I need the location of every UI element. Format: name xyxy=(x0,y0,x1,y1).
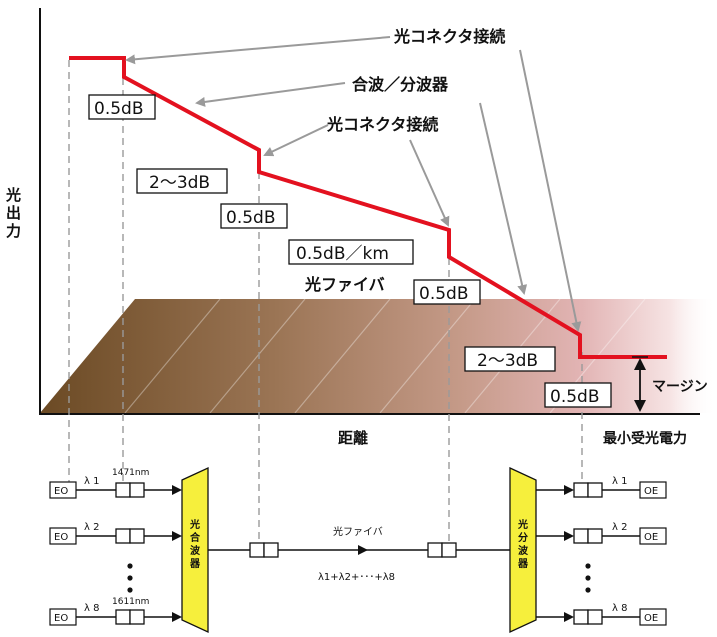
power-level-line xyxy=(69,56,667,359)
svg-text:OE: OE xyxy=(644,613,658,624)
svg-text:0.5dB／km: 0.5dB／km xyxy=(296,244,389,264)
svg-text:λ 8: λ 8 xyxy=(612,603,627,614)
rx-row-8: OE λ 8 xyxy=(536,603,667,626)
loss-label-connector-1: 0.5dB xyxy=(88,94,156,120)
rx-ellipsis-dots xyxy=(585,563,591,593)
y-axis-label: 光 出 力 xyxy=(5,186,21,240)
rx-row-2: OE λ 2 xyxy=(536,522,667,545)
tx-row-2: EO λ 2 xyxy=(49,522,182,545)
annotation-mux-demux: 合波／分波器 xyxy=(352,75,449,94)
svg-text:光: 光 xyxy=(517,518,528,531)
loss-label-fiber: 0.5dB／km xyxy=(288,239,414,265)
tx-row-1: EO λ 1 1471nm xyxy=(49,468,182,499)
tx-ellipsis-dots xyxy=(127,563,133,593)
svg-text:0.5dB: 0.5dB xyxy=(550,387,600,407)
svg-text:λ 2: λ 2 xyxy=(84,522,99,533)
svg-text:λ1+λ2+･･･+λ8: λ1+λ2+･･･+λ8 xyxy=(318,572,395,583)
loss-label-connector-3: 0.5dB xyxy=(413,279,481,305)
svg-text:λ 8: λ 8 xyxy=(84,603,99,614)
svg-text:0.5dB: 0.5dB xyxy=(226,208,276,228)
optical-multiplexer: 光 合 波 器 xyxy=(181,466,209,634)
svg-text:EO: EO xyxy=(54,486,68,497)
x-axis-label: 距離 xyxy=(338,429,368,447)
dashed-guides xyxy=(68,60,583,541)
svg-text:1471nm: 1471nm xyxy=(112,468,149,478)
svg-text:0.5dB: 0.5dB xyxy=(419,284,469,304)
loss-label-connector-2: 0.5dB xyxy=(220,203,288,229)
svg-text:λ 1: λ 1 xyxy=(612,476,627,487)
svg-text:波: 波 xyxy=(518,544,529,557)
annotation-connector-top: 光コネクタ接続 xyxy=(393,27,505,46)
receiver-side: OE λ 1 OE λ 2 OE λ 8 xyxy=(536,476,667,626)
loss-label-connector-4: 0.5dB xyxy=(544,382,612,408)
tx-row-8: EO λ 8 1611nm xyxy=(49,597,182,626)
svg-text:0.5dB: 0.5dB xyxy=(94,99,144,119)
svg-text:光: 光 xyxy=(5,186,21,204)
annotation-connector-mid: 光コネクタ接続 xyxy=(326,115,438,134)
annotation-arrows xyxy=(125,36,582,332)
transmitter-side: EO λ 1 1471nm EO λ 2 EO xyxy=(49,468,182,626)
svg-text:λ 2: λ 2 xyxy=(612,522,627,533)
svg-text:EO: EO xyxy=(54,613,68,624)
margin-label: マージン xyxy=(652,379,708,395)
svg-text:合: 合 xyxy=(189,531,201,544)
svg-text:2～3dB: 2～3dB xyxy=(149,173,210,193)
svg-text:器: 器 xyxy=(189,558,201,570)
svg-text:2～3dB: 2～3dB xyxy=(477,351,538,371)
min-power-label: 最小受光電力 xyxy=(603,430,687,447)
loss-label-demux: 2～3dB xyxy=(464,346,556,372)
svg-text:器: 器 xyxy=(517,558,529,570)
rx-row-1: OE λ 1 xyxy=(536,476,667,499)
svg-text:λ 1: λ 1 xyxy=(84,476,99,487)
svg-text:EO: EO xyxy=(54,532,68,543)
optical-demultiplexer: 光 分 波 器 xyxy=(509,466,537,634)
annotation-fiber: 光ファイバ xyxy=(304,275,385,294)
svg-text:分: 分 xyxy=(518,531,528,544)
svg-text:力: 力 xyxy=(6,222,21,240)
margin-arrow xyxy=(632,356,648,412)
svg-text:光ファイバ: 光ファイバ xyxy=(333,525,383,538)
svg-text:出: 出 xyxy=(6,204,21,222)
trunk-fiber: 光ファイバ λ1+λ2+･･･+λ8 xyxy=(208,525,510,583)
svg-text:光: 光 xyxy=(189,518,200,531)
loss-label-mux: 2～3dB xyxy=(136,168,228,194)
svg-text:1611nm: 1611nm xyxy=(112,597,149,607)
svg-text:OE: OE xyxy=(644,532,658,543)
svg-text:OE: OE xyxy=(644,486,658,497)
svg-text:波: 波 xyxy=(190,544,201,557)
